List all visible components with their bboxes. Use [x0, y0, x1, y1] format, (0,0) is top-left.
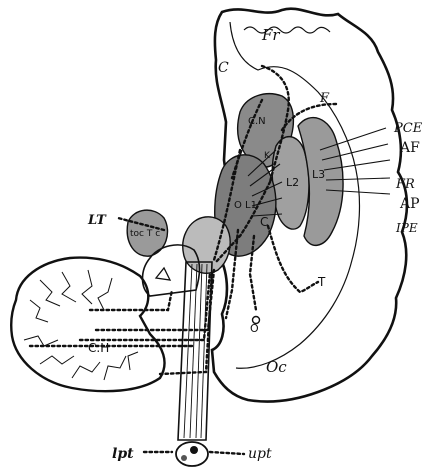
label-fr-right: FR: [395, 177, 415, 192]
label-o-l1: O L1: [234, 200, 257, 211]
label-fr: Fr: [261, 26, 280, 44]
lateral-tract-dot: [181, 455, 187, 461]
label-af: AF: [399, 140, 420, 156]
label-f-top: F: [319, 91, 330, 106]
label-c-mid: C: [260, 215, 268, 229]
label-t: T: [317, 275, 326, 289]
pyramidal-tract-dot: [190, 446, 198, 454]
label-cn: C.N: [248, 116, 266, 127]
label-ap: AP: [399, 196, 420, 212]
label-l2: L2: [286, 176, 299, 189]
label-l3: L3: [312, 168, 325, 181]
spinal-cord-section: [176, 442, 208, 466]
tract-fibres: [184, 264, 207, 438]
cerebellum-folia: [24, 270, 138, 380]
label-lpt: lpt: [112, 446, 134, 462]
label-ipe: IPE: [395, 221, 418, 235]
label-pce: PCE: [393, 121, 423, 136]
label-c-top: C: [218, 60, 229, 76]
gyri-edge: [244, 27, 330, 33]
label-toc: toc T c: [130, 229, 160, 239]
label-o-bottom: O: [250, 322, 259, 335]
triangle-marker: [156, 268, 170, 280]
label-ch: C.H: [88, 341, 109, 355]
label-oc: Oc: [266, 358, 287, 376]
cerebellum-outline: [11, 258, 164, 392]
label-upt: upt: [248, 446, 272, 462]
label-lt: LT: [87, 213, 107, 228]
